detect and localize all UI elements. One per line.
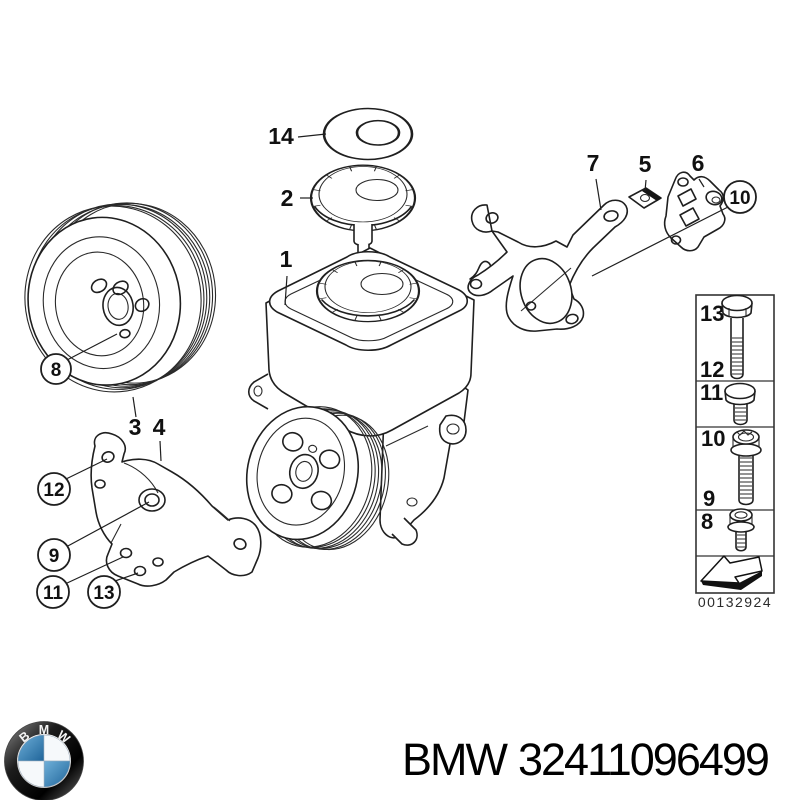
legend-label-10: 10 <box>701 426 725 451</box>
torx-bolt-short-icon <box>727 508 755 552</box>
cap-part-2 <box>309 164 417 256</box>
legend-label-8: 8 <box>701 509 713 534</box>
hex-bolt-short-icon <box>724 382 756 426</box>
legend-label-12: 12 <box>700 357 724 382</box>
legend-label-11: 11 <box>700 380 723 405</box>
callout-13: 13 <box>93 583 114 604</box>
callout-5: 5 <box>639 151 652 177</box>
callout-9: 9 <box>49 546 60 567</box>
callout-7: 7 <box>587 150 600 176</box>
legend-label-13: 13 <box>700 301 724 326</box>
fastener-legend: 13 12 11 10 9 8 <box>695 294 775 610</box>
bracket-part-7 <box>467 199 629 332</box>
brand-text: BMW <box>402 734 509 785</box>
part-number-text: 32411096499 <box>518 734 768 785</box>
callout-11: 11 <box>43 583 64 604</box>
callouts-plain: 14 2 1 7 5 6 3 4 <box>129 123 705 440</box>
callout-10: 10 <box>729 188 750 209</box>
bracket-part-4 <box>90 431 262 587</box>
bracket-part-6 <box>663 171 726 252</box>
callout-8: 8 <box>51 360 62 381</box>
callouts-circled: 8 12 9 11 13 10 <box>36 180 757 609</box>
callout-2: 2 <box>281 185 294 211</box>
seal-ring-part-14 <box>322 107 414 161</box>
legend-label-9: 9 <box>703 486 715 511</box>
logo-letter-m: M <box>39 723 49 737</box>
callout-14: 14 <box>268 123 294 149</box>
callout-3: 3 <box>129 414 142 440</box>
direction-arrow-icon <box>700 555 763 590</box>
callout-6: 6 <box>692 150 705 176</box>
legend-code: 00132924 <box>698 594 772 610</box>
hex-bolt-long-icon <box>721 294 753 380</box>
callout-4: 4 <box>153 414 166 440</box>
leader-lines <box>64 133 729 585</box>
callout-12: 12 <box>43 480 64 501</box>
torx-bolt-long-icon <box>730 429 762 506</box>
pump-assembly-part-1 <box>245 247 492 551</box>
bmw-logo-icon: B M W <box>4 721 84 800</box>
callout-1: 1 <box>280 246 293 272</box>
clamp-part-5 <box>628 187 662 209</box>
pulley-part-3 <box>24 202 217 393</box>
